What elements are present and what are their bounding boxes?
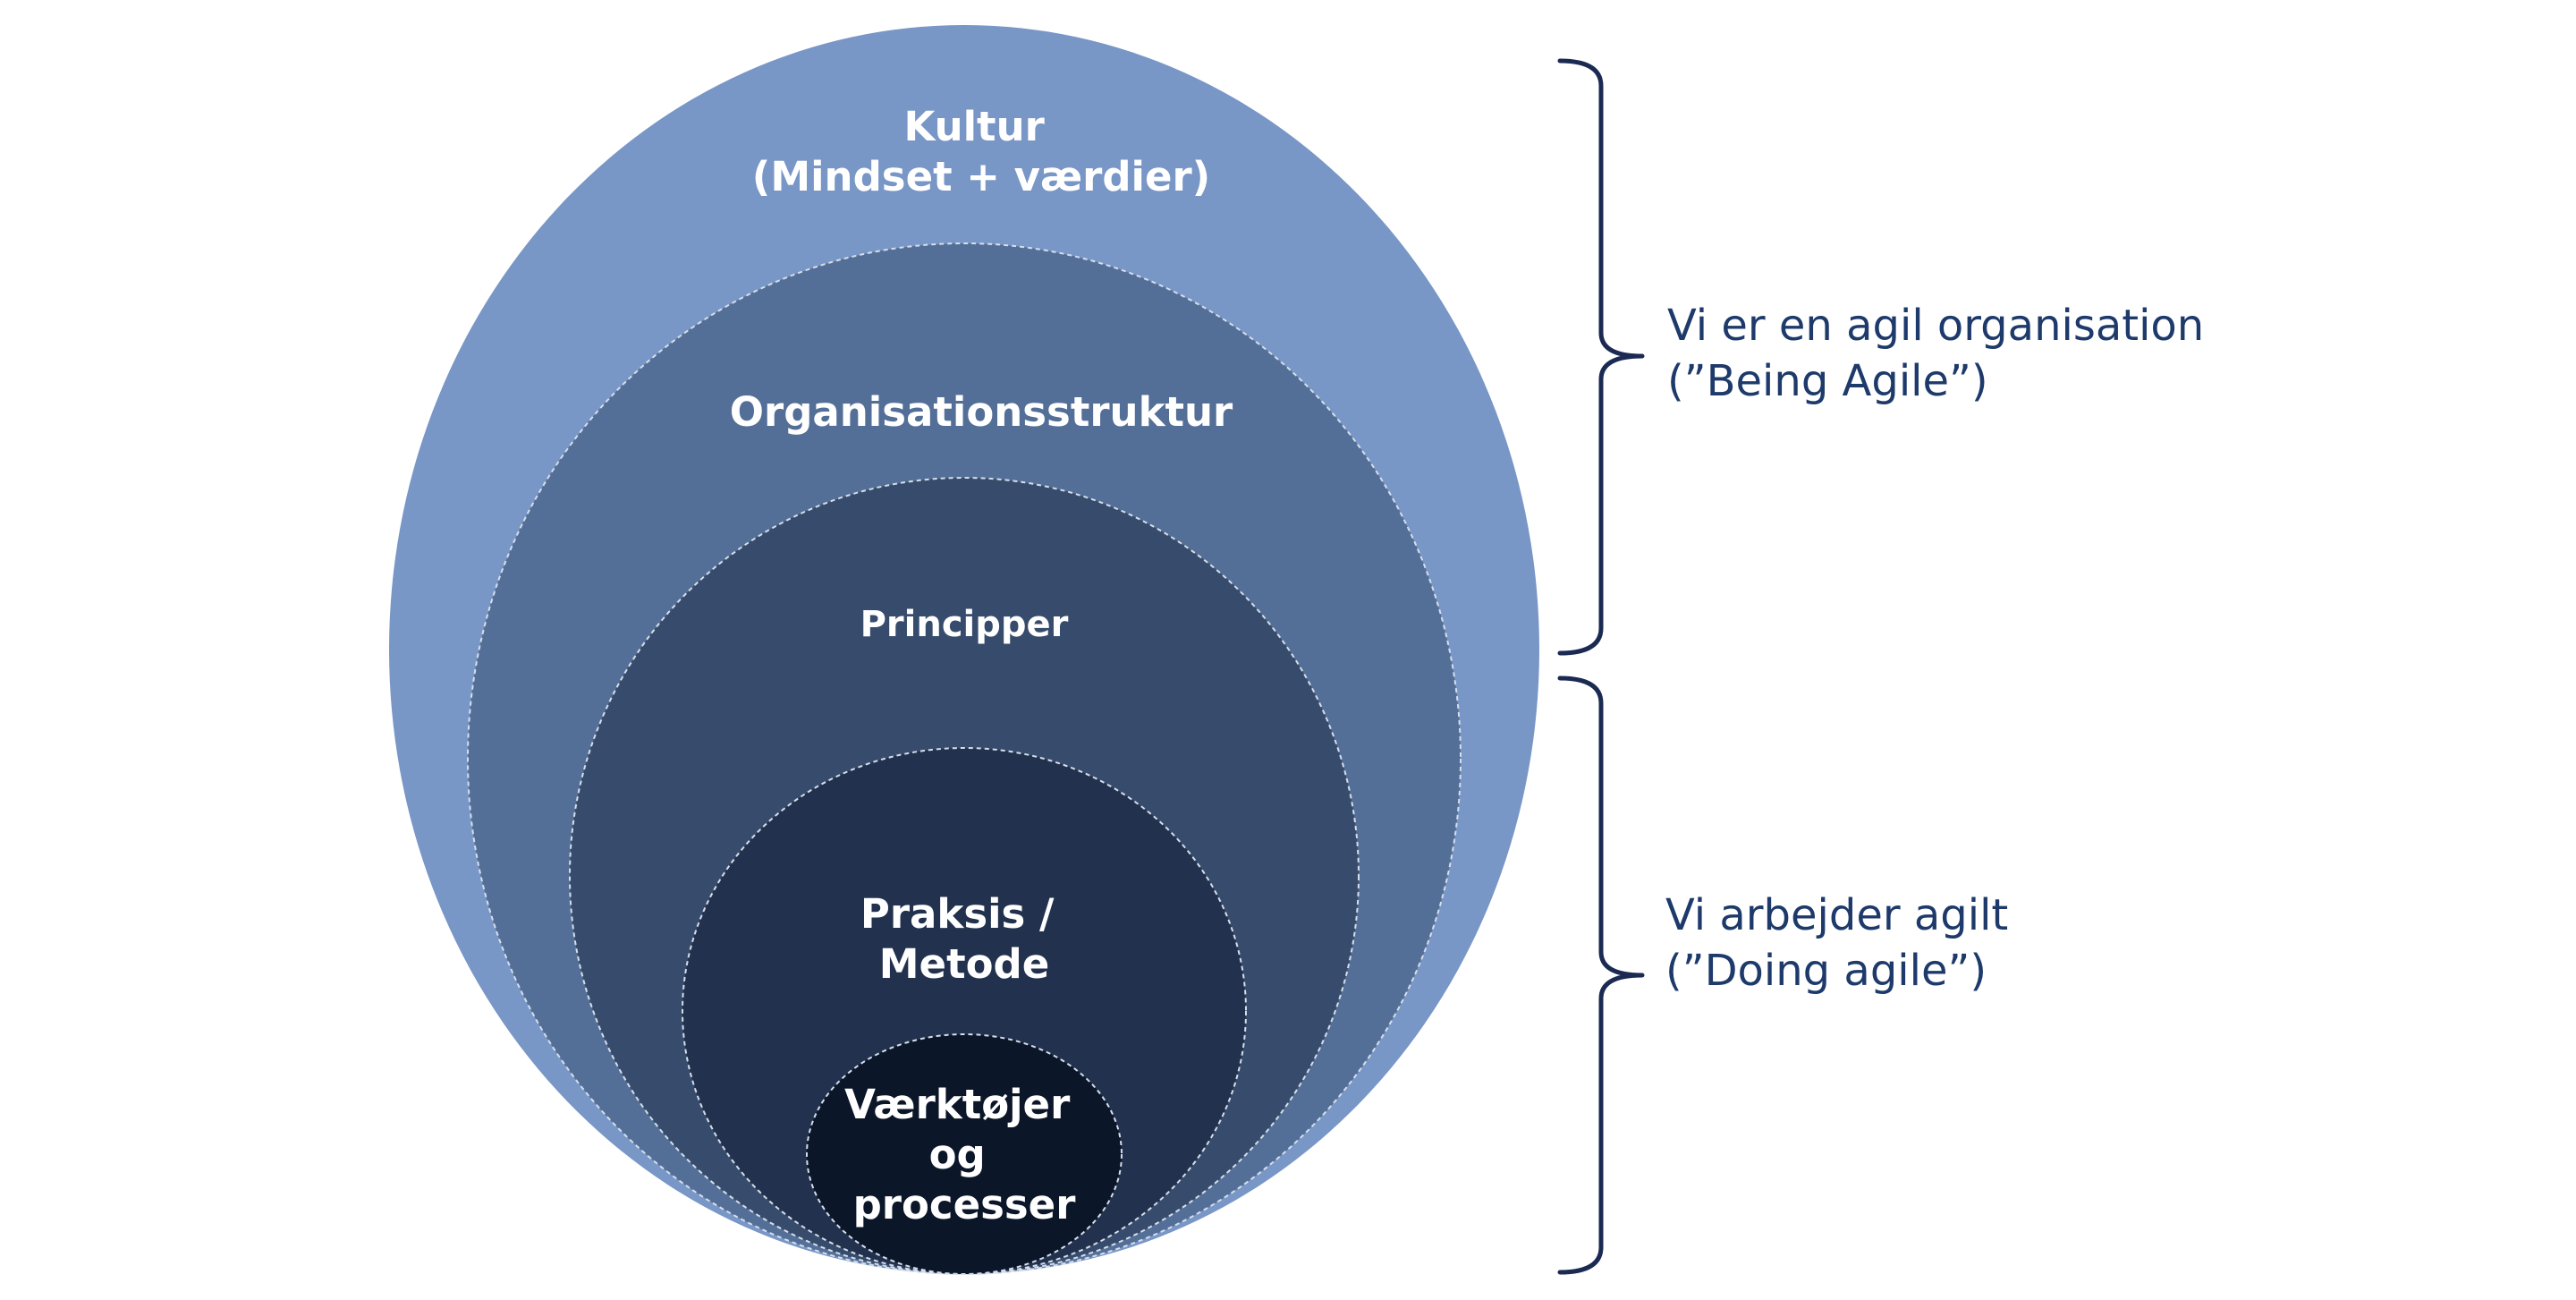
group-being-agile-label: Vi er en agil organisation (”Being Agile…	[1667, 301, 2217, 406]
layer-organisationsstruktur-label-line-1: Organisationsstruktur	[730, 388, 1233, 436]
group-doing-agile-line-2: (”Doing agile”)	[1665, 946, 1987, 996]
layer-principper-label-line-1: Principper	[860, 604, 1069, 645]
layer-vaerktoejer-processer-label-line-2: og	[929, 1131, 986, 1178]
layer-vaerktoejer-processer	[806, 1033, 1123, 1275]
group-being-agile-line-2: (”Being Agile”)	[1667, 356, 1988, 406]
layer-kultur-label-line-2: (Mindset + værdier)	[752, 153, 1210, 200]
layer-vaerktoejer-processer-label-line-1: Værktøjer	[844, 1081, 1071, 1128]
group-doing-agile-label: Vi arbejder agilt (”Doing agile”)	[1665, 890, 2022, 996]
layer-principper-label: Principper	[860, 604, 1069, 645]
layer-kultur-label: Kultur (Mindset + værdier)	[752, 103, 1210, 200]
group-doing-agile-line-1: Vi arbejder agilt	[1665, 890, 2008, 940]
layer-praksis-metode-label: Praksis / Metode	[860, 890, 1068, 988]
layer-kultur-label-line-1: Kultur	[904, 103, 1046, 150]
layer-vaerktoejer-processer-label: Værktøjer og processer	[844, 1081, 1084, 1228]
layer-vaerktoejer-processer-label-line-3: processer	[853, 1181, 1077, 1228]
bracket-being-agile	[1557, 58, 1645, 656]
layer-organisationsstruktur-label: Organisationsstruktur	[730, 388, 1233, 436]
layer-praksis-metode-label-line-1: Praksis /	[860, 890, 1055, 938]
bracket-doing-agile	[1557, 675, 1645, 1275]
group-being-agile-line-1: Vi er en agil organisation	[1667, 301, 2204, 351]
layer-praksis-metode-label-line-2: Metode	[879, 940, 1049, 988]
